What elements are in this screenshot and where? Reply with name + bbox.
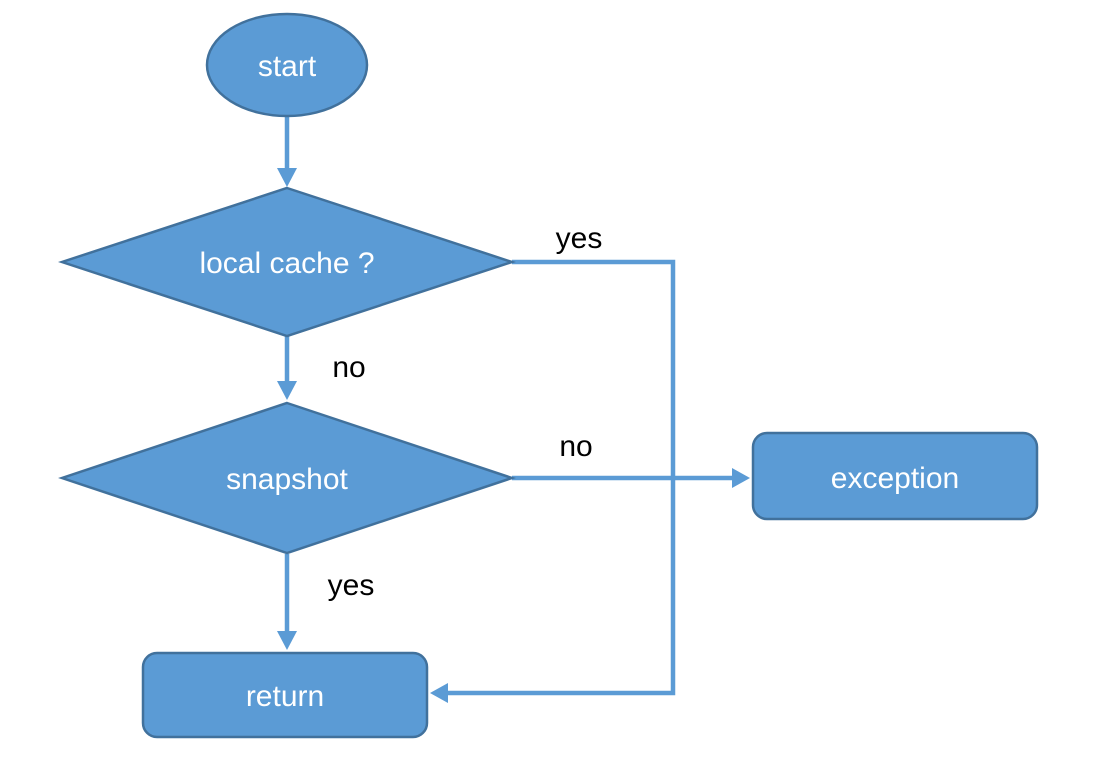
return-node-label: return — [246, 680, 324, 713]
edge-snapshot-yes — [277, 554, 297, 650]
edge-label-snapshot-yes: yes — [328, 569, 375, 602]
edge-label-snapshot-no: no — [559, 430, 592, 463]
local-cache-decision-label: local cache ? — [199, 247, 374, 280]
return-node — [141, 651, 429, 739]
start-node-label: start — [258, 50, 317, 83]
snapshot-decision-node — [58, 401, 516, 555]
edge-start-to-local-cache — [277, 116, 297, 187]
arrowhead-down-icon — [277, 168, 297, 187]
arrowhead-down-icon — [277, 631, 297, 650]
arrowhead-right-icon — [732, 468, 750, 488]
edge-snapshot-no — [512, 468, 750, 488]
snapshot-decision-label: snapshot — [226, 463, 348, 496]
exception-node — [751, 431, 1039, 521]
arrowhead-down-icon — [277, 381, 297, 400]
exception-node-label: exception — [831, 462, 959, 495]
arrowhead-left-icon — [430, 683, 448, 703]
local-cache-decision-node — [57, 186, 517, 338]
edge-local-cache-no — [277, 336, 297, 400]
edge-label-local-cache-yes: yes — [556, 222, 603, 255]
start-node — [205, 12, 369, 118]
edge-label-local-cache-no: no — [332, 351, 365, 384]
